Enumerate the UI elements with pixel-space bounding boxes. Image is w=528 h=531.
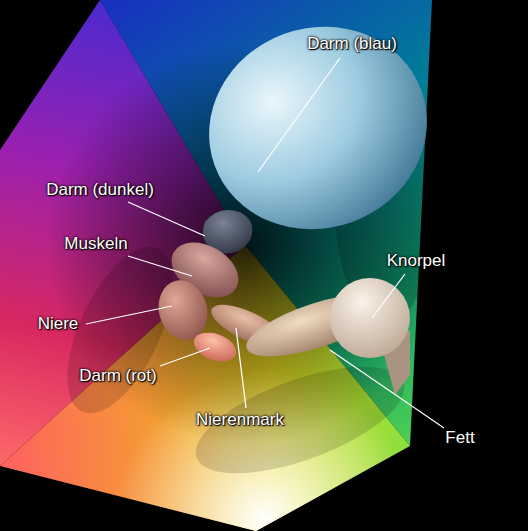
cartilage-blob bbox=[330, 278, 410, 358]
part-label: Nierenmark bbox=[196, 410, 284, 430]
part-label: Knorpel bbox=[387, 251, 446, 271]
leader-line bbox=[160, 348, 210, 366]
part-label: Darm (rot) bbox=[79, 366, 156, 386]
blue-intestine-blob bbox=[180, 0, 455, 260]
part-label: Muskeln bbox=[64, 234, 127, 254]
leader-line bbox=[86, 306, 172, 324]
leader-line bbox=[128, 202, 205, 236]
leader-line bbox=[236, 328, 246, 408]
leader-line bbox=[372, 274, 405, 318]
part-label: Niere bbox=[38, 314, 79, 334]
part-label: Darm (blau) bbox=[307, 34, 397, 54]
part-label: Darm (dunkel) bbox=[46, 180, 154, 200]
blob-shadow bbox=[183, 345, 417, 495]
leader-line bbox=[128, 256, 192, 276]
leader-line bbox=[258, 58, 340, 172]
part-label: Fett bbox=[445, 428, 474, 448]
leader-line bbox=[330, 350, 444, 428]
red-intestine-blob bbox=[190, 327, 240, 366]
